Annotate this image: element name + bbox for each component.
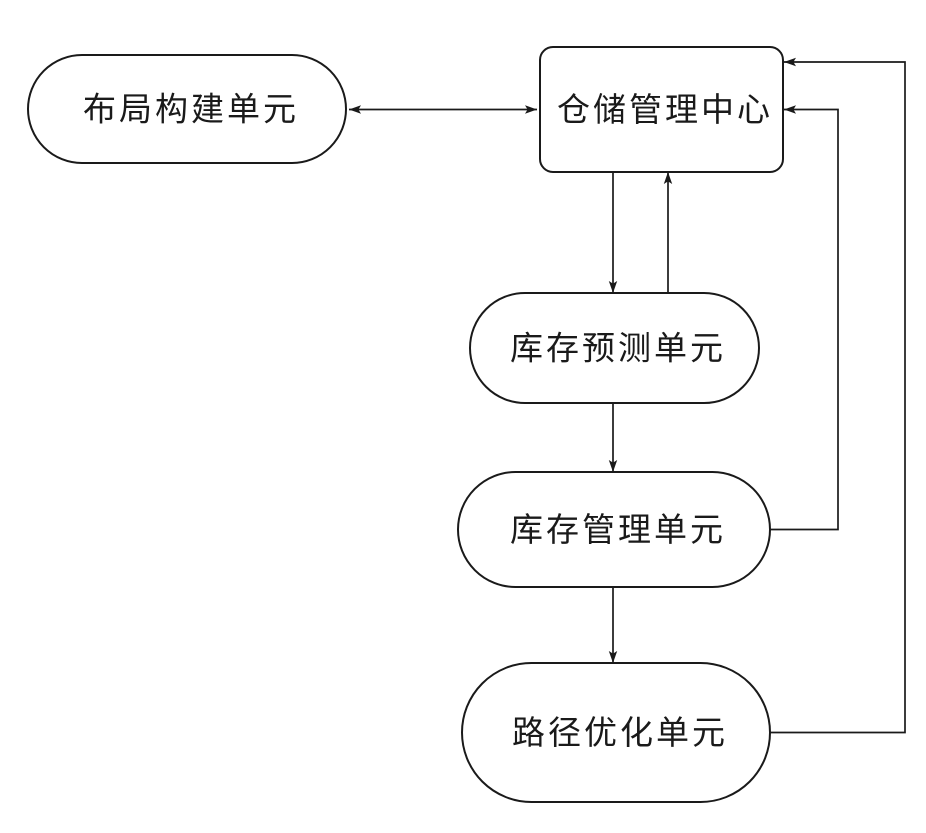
node-forecast-unit-shape <box>469 292 760 404</box>
node-layout-unit-shape <box>27 54 347 164</box>
node-inventory-unit-label: 库存管理单元 <box>510 510 726 549</box>
node-forecast-unit: 库存预测单元 <box>469 292 760 404</box>
node-path-unit-shape <box>461 662 771 803</box>
node-warehouse-center-shape <box>539 46 784 173</box>
edge-inventory-to-center-feedback <box>770 105 839 531</box>
node-forecast-unit-label: 库存预测单元 <box>510 329 726 368</box>
node-layout-unit: 布局构建单元 <box>27 54 347 164</box>
node-layout-unit-label: 布局构建单元 <box>83 90 299 129</box>
node-warehouse-center-label: 仓储管理中心 <box>557 90 773 129</box>
node-inventory-unit-shape <box>457 471 771 588</box>
node-path-unit-label: 路径优化单元 <box>512 713 728 752</box>
node-warehouse-center: 仓储管理中心 <box>539 46 784 173</box>
node-inventory-unit: 库存管理单元 <box>457 471 771 588</box>
diagram-edges <box>349 57 906 734</box>
node-path-unit: 路径优化单元 <box>461 662 771 803</box>
edge-path-to-center-feedback <box>770 57 906 734</box>
